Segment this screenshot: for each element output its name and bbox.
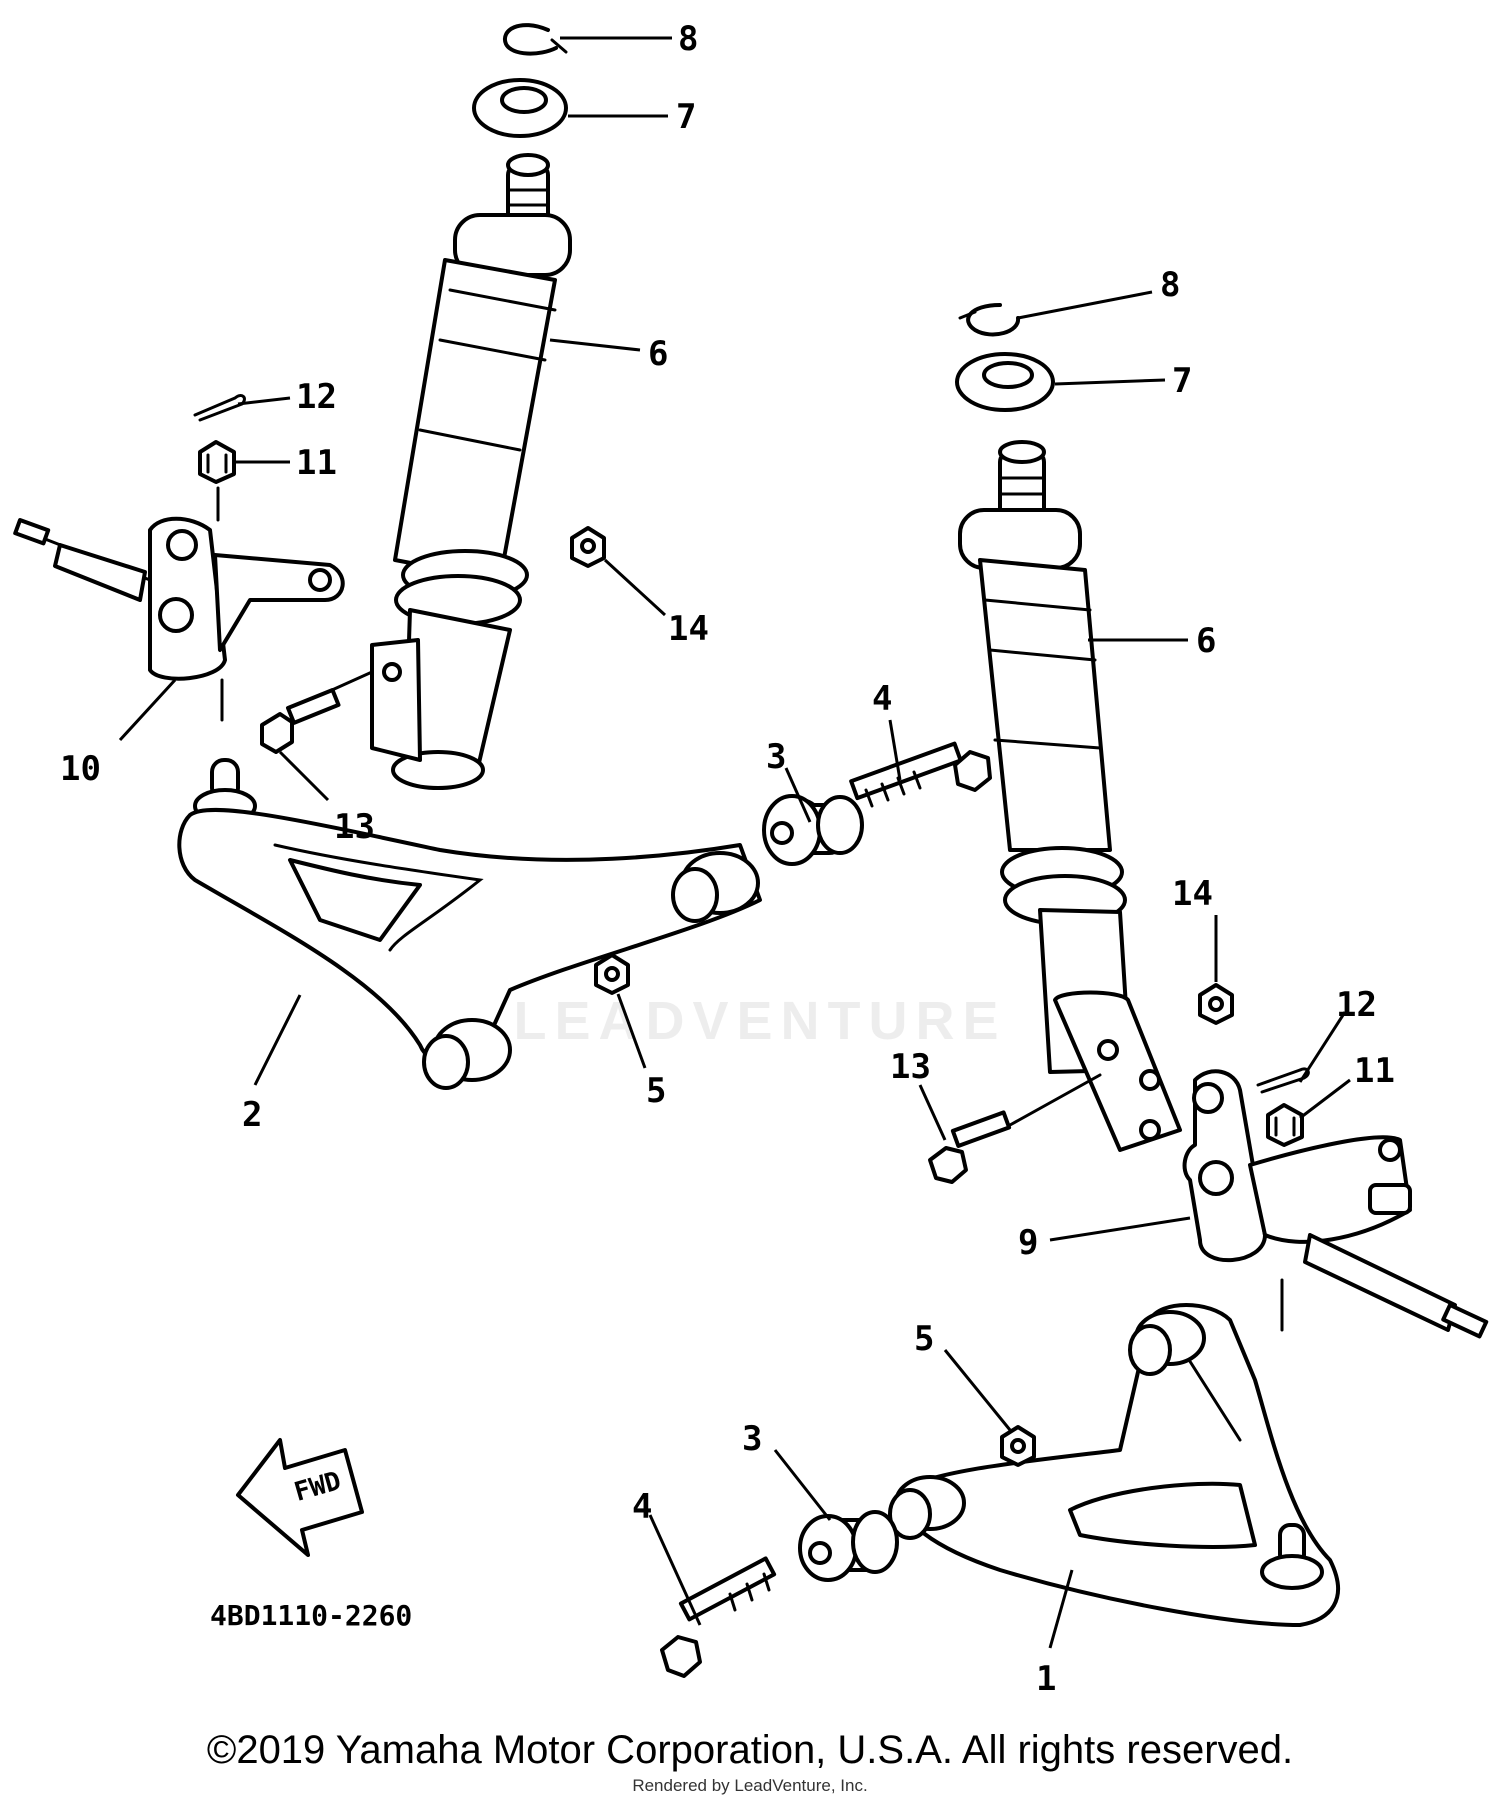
callout-left-14: 14 bbox=[668, 609, 709, 649]
callout-left-2: 2 bbox=[242, 1095, 262, 1135]
copyright-notice: ©2019 Yamaha Motor Corporation, U.S.A. A… bbox=[206, 1728, 1294, 1772]
right-bushing-3 bbox=[798, 1510, 899, 1582]
callout-left-4: 4 bbox=[872, 679, 892, 719]
callout-right-11: 11 bbox=[1354, 1051, 1395, 1091]
fwd-arrow: FWD bbox=[236, 1438, 364, 1557]
callout-numbers: 8 7 6 12 11 14 10 13 2 5 3 4 8 7 6 14 12… bbox=[60, 19, 1395, 1699]
callout-right-3: 3 bbox=[742, 1419, 762, 1459]
callout-left-3: 3 bbox=[766, 737, 786, 777]
left-bolt-4 bbox=[849, 741, 992, 808]
callout-left-12: 12 bbox=[296, 377, 337, 417]
callout-right-6: 6 bbox=[1196, 621, 1216, 661]
callout-left-11: 11 bbox=[296, 443, 337, 483]
left-circlip bbox=[502, 23, 568, 56]
callout-left-7: 7 bbox=[676, 97, 696, 137]
right-nut-5 bbox=[1000, 1425, 1036, 1467]
callout-left-5: 5 bbox=[646, 1071, 666, 1111]
leader-lines bbox=[118, 36, 1351, 1649]
left-upper-nut-14 bbox=[570, 526, 606, 568]
right-shock-absorber bbox=[958, 440, 1182, 1152]
left-bushing-3 bbox=[762, 794, 864, 866]
callout-right-8: 8 bbox=[1160, 265, 1180, 305]
left-spring-seat bbox=[472, 78, 568, 138]
callout-right-9: 9 bbox=[1018, 1223, 1038, 1263]
callout-right-13: 13 bbox=[890, 1047, 931, 1087]
callout-right-12: 12 bbox=[1336, 985, 1377, 1025]
left-knuckle-10 bbox=[13, 486, 345, 722]
rendered-by-note: Rendered by LeadVenture, Inc. bbox=[632, 1776, 868, 1795]
callout-left-8: 8 bbox=[678, 19, 698, 59]
right-lower-arm-1 bbox=[888, 1303, 1341, 1627]
left-nut-5 bbox=[594, 953, 630, 995]
callout-right-1: 1 bbox=[1036, 1659, 1056, 1699]
right-castle-nut-11 bbox=[1266, 1103, 1304, 1147]
callout-right-5: 5 bbox=[914, 1319, 934, 1359]
right-spring-seat bbox=[955, 352, 1055, 412]
callout-left-13: 13 bbox=[334, 807, 375, 847]
callout-right-7: 7 bbox=[1172, 361, 1192, 401]
callout-right-14: 14 bbox=[1172, 874, 1213, 914]
callout-right-4: 4 bbox=[632, 1487, 652, 1527]
left-castle-nut-11 bbox=[198, 440, 236, 484]
right-knuckle-9 bbox=[1182, 1069, 1489, 1339]
left-cotter-pin-12 bbox=[193, 394, 246, 422]
diagram-code: 4BD1110-2260 bbox=[210, 1599, 412, 1632]
right-bolt-4 bbox=[660, 1556, 777, 1678]
callout-left-6: 6 bbox=[648, 334, 668, 374]
right-nut-14 bbox=[1198, 983, 1234, 1025]
left-shock-absorber bbox=[370, 153, 572, 790]
left-bolt-13 bbox=[260, 670, 374, 754]
callout-left-10: 10 bbox=[60, 749, 101, 789]
right-bolt-13 bbox=[928, 1073, 1102, 1184]
watermark: LEADVENTURE bbox=[513, 991, 1007, 1051]
left-lower-arm-2 bbox=[177, 758, 762, 1090]
right-circlip bbox=[958, 303, 1020, 337]
